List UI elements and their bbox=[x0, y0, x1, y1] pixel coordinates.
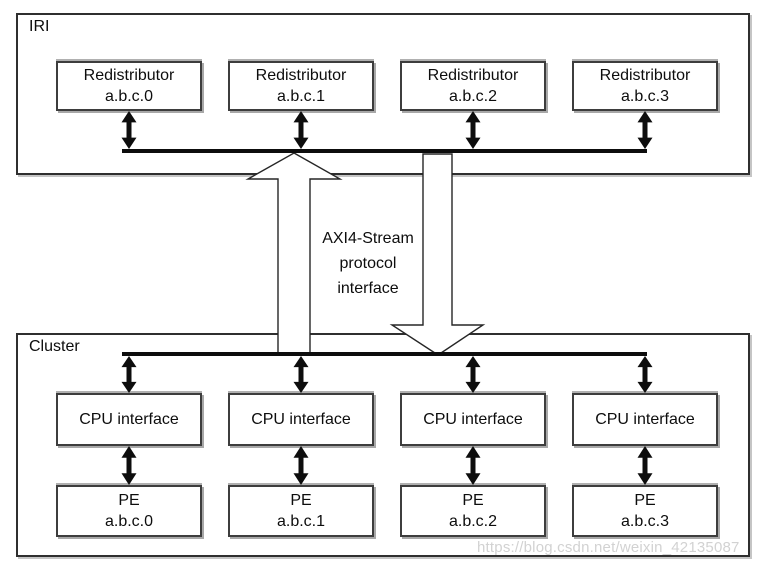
cpu-interface-label: CPU interface bbox=[423, 411, 523, 428]
double-arrow-icon bbox=[465, 446, 481, 485]
cpu-interface-label: CPU interface bbox=[595, 411, 695, 428]
cpu-interface-box-2: CPU interface bbox=[400, 393, 546, 446]
double-arrow-icon bbox=[637, 356, 653, 393]
pe-id: a.b.c.2 bbox=[448, 513, 498, 530]
protocol-label-line2: protocol bbox=[339, 255, 397, 272]
double-arrow-icon bbox=[637, 446, 653, 485]
pe-box-3: PE a.b.c.3 bbox=[572, 485, 718, 537]
redistributor-box-3: Redistributor a.b.c.3 bbox=[572, 61, 718, 111]
cpu-interface-label: CPU interface bbox=[251, 411, 351, 428]
redistributor-box-0: Redistributor a.b.c.0 bbox=[56, 61, 202, 111]
protocol-label-line3: interface bbox=[337, 280, 399, 297]
redistributor-id: a.b.c.2 bbox=[448, 88, 498, 105]
protocol-interface-label: AXI4-Stream protocol interface bbox=[322, 226, 414, 301]
double-arrow-icon bbox=[465, 356, 481, 393]
double-arrow-icon bbox=[293, 111, 309, 149]
cpu-interface-box-3: CPU interface bbox=[572, 393, 718, 446]
pe-box-0: PE a.b.c.0 bbox=[56, 485, 202, 537]
cpu-interface-box-1: CPU interface bbox=[228, 393, 374, 446]
double-arrow-icon bbox=[121, 446, 137, 485]
cluster-bus-line bbox=[122, 352, 647, 356]
redistributor-id: a.b.c.0 bbox=[104, 88, 154, 105]
pe-title: PE bbox=[462, 492, 484, 509]
pe-box-1: PE a.b.c.1 bbox=[228, 485, 374, 537]
down-block-arrow-icon bbox=[389, 153, 486, 356]
cpu-interface-box-0: CPU interface bbox=[56, 393, 202, 446]
redistributor-id: a.b.c.3 bbox=[620, 88, 670, 105]
protocol-label-line1: AXI4-Stream bbox=[322, 230, 414, 247]
double-arrow-icon bbox=[121, 111, 137, 149]
pe-id: a.b.c.3 bbox=[620, 513, 670, 530]
redistributor-box-2: Redistributor a.b.c.2 bbox=[400, 61, 546, 111]
watermark-text: https://blog.csdn.net/weixin_42135087 bbox=[477, 539, 740, 556]
cpu-interface-label: CPU interface bbox=[79, 411, 179, 428]
double-arrow-icon bbox=[465, 111, 481, 149]
pe-id: a.b.c.0 bbox=[104, 513, 154, 530]
pe-title: PE bbox=[290, 492, 312, 509]
double-arrow-icon bbox=[293, 446, 309, 485]
double-arrow-icon bbox=[293, 356, 309, 393]
pe-box-2: PE a.b.c.2 bbox=[400, 485, 546, 537]
iri-bus-line bbox=[122, 149, 647, 153]
redistributor-title: Redistributor bbox=[599, 67, 691, 84]
cluster-label: Cluster bbox=[29, 338, 80, 355]
iri-label: IRI bbox=[29, 18, 50, 35]
double-arrow-icon bbox=[637, 111, 653, 149]
redistributor-title: Redistributor bbox=[427, 67, 519, 84]
pe-title: PE bbox=[118, 492, 140, 509]
double-arrow-icon bbox=[121, 356, 137, 393]
pe-title: PE bbox=[634, 492, 656, 509]
redistributor-box-1: Redistributor a.b.c.1 bbox=[228, 61, 374, 111]
redistributor-id: a.b.c.1 bbox=[276, 88, 326, 105]
pe-id: a.b.c.1 bbox=[276, 513, 326, 530]
redistributor-title: Redistributor bbox=[255, 67, 347, 84]
redistributor-title: Redistributor bbox=[83, 67, 175, 84]
